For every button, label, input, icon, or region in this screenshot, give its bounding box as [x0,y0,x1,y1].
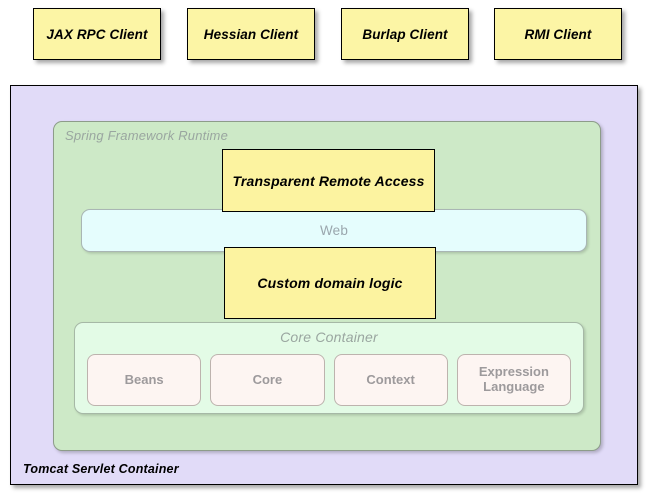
custom-domain-logic-label: Custom domain logic [257,275,403,291]
core-module-label: Context [366,371,415,387]
core-module-label: Core [252,371,283,387]
tomcat-servlet-container-label: Tomcat Servlet Container [23,462,179,476]
core-container-label: Core Container [280,329,378,345]
transparent-remote-access-box[interactable]: Transparent Remote Access [222,149,435,212]
core-module-label: Beans [124,371,164,387]
client-box-label: JAX RPC Client [46,26,148,42]
core-container[interactable]: Core Container Beans Core Context Expres… [74,322,584,414]
spring-framework-runtime-label: Spring Framework Runtime [65,128,229,143]
client-box-jax-rpc[interactable]: JAX RPC Client [33,8,161,60]
tomcat-servlet-container[interactable]: Spring Framework Runtime Web Core Contai… [10,85,638,485]
client-box-burlap[interactable]: Burlap Client [341,8,469,60]
core-module-label: Expression Language [478,364,549,394]
core-module-core[interactable]: Core [210,354,325,406]
core-module-context[interactable]: Context [333,354,448,406]
transparent-remote-access-label: Transparent Remote Access [232,172,425,189]
web-layer-label: Web [319,223,349,238]
core-modules-row: Beans Core Context Expression Language [87,354,571,406]
web-layer-band[interactable]: Web [81,209,587,252]
client-box-label: Burlap Client [362,26,448,42]
custom-domain-logic-box[interactable]: Custom domain logic [224,247,436,319]
core-module-beans[interactable]: Beans [87,354,202,406]
client-box-label: Hessian Client [203,26,299,42]
client-box-rmi[interactable]: RMI Client [494,8,622,60]
client-box-label: RMI Client [524,26,592,42]
core-module-expression-language[interactable]: Expression Language [456,354,571,406]
client-box-hessian[interactable]: Hessian Client [187,8,315,60]
